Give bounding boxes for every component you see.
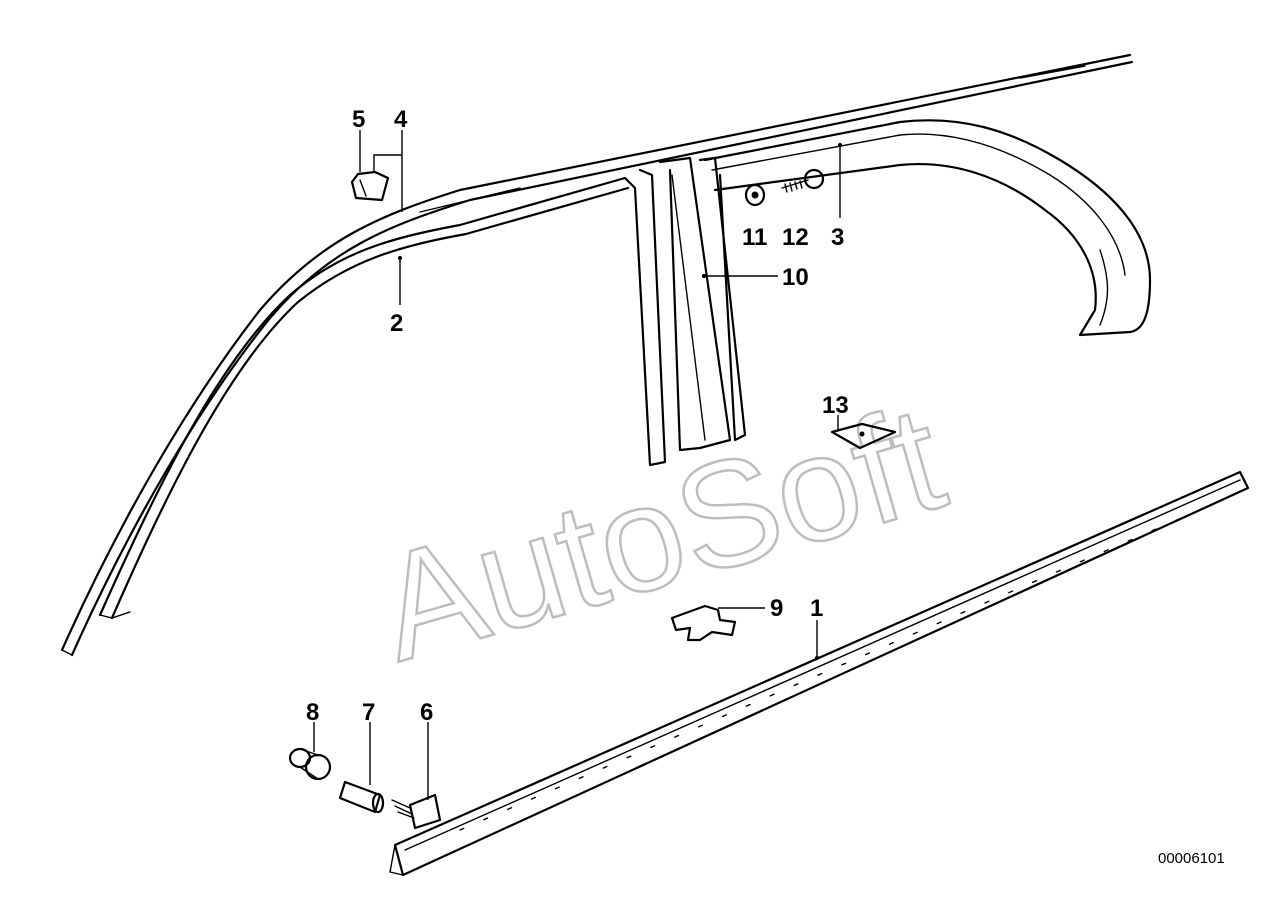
callout-labels: 1 2 3 4 5 6 7 8 9 10 11 12 13 [306, 106, 849, 726]
sill-molding-part-1 [389, 470, 1250, 877]
roof-molding [60, 53, 1134, 657]
callout-2: 2 [390, 310, 403, 337]
callout-10: 10 [782, 264, 809, 291]
bushing-part-8 [288, 747, 332, 781]
callout-6: 6 [420, 699, 433, 726]
sleeve-part-7 [338, 780, 385, 814]
callout-4: 4 [394, 106, 408, 133]
leader-lines [313, 130, 843, 800]
clip-part-6 [391, 793, 442, 830]
callout-8: 8 [306, 699, 319, 726]
callout-12: 12 [782, 224, 809, 251]
callout-3: 3 [831, 224, 844, 251]
washer-part-11 [744, 183, 766, 207]
callout-13: 13 [822, 392, 849, 419]
clip-part-9 [670, 604, 737, 642]
callout-5: 5 [352, 106, 365, 133]
document-number: 00006101 [1158, 850, 1225, 867]
callout-1: 1 [810, 595, 823, 622]
screw-part-12 [781, 168, 825, 193]
callout-9: 9 [770, 595, 783, 622]
callout-7: 7 [362, 699, 375, 726]
plate-part-13 [830, 422, 897, 450]
b-pillar-trim [623, 156, 747, 467]
rear-window-frame [703, 119, 1152, 337]
callout-11: 11 [742, 224, 767, 251]
clip-part-5 [350, 170, 390, 202]
